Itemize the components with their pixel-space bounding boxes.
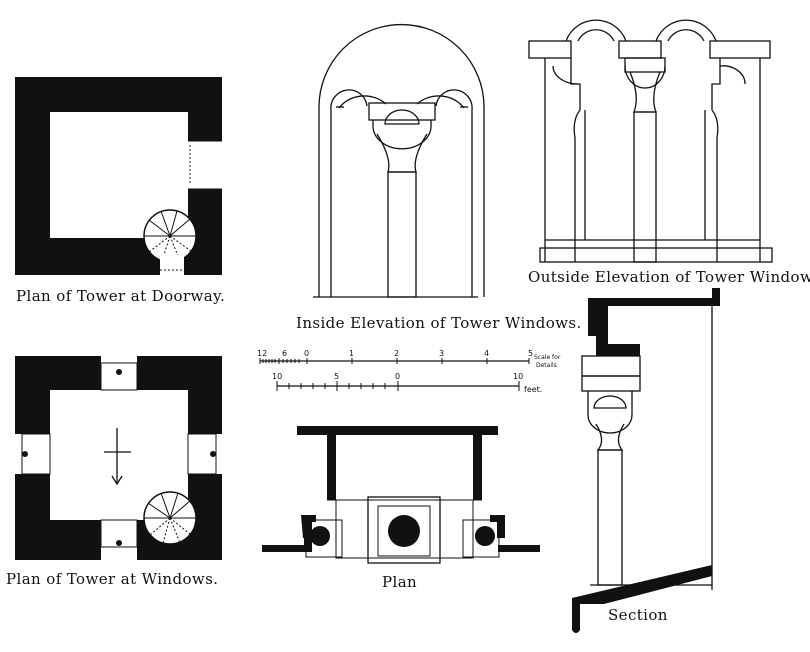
scale-top-tick-label: 3 xyxy=(439,349,444,358)
scale-bottom-tick-label: 10 xyxy=(513,372,523,381)
scale-unit-label: feet. xyxy=(524,385,542,394)
scale-bottom-tick-label: 10 xyxy=(272,372,282,381)
window-plan xyxy=(262,426,540,564)
scale-top-tick-label: 0 xyxy=(304,349,309,358)
scale-foot-ticks xyxy=(276,381,520,391)
caption-plan: Plan xyxy=(382,573,417,591)
scale-fine-ticks xyxy=(259,358,530,364)
north-arrow xyxy=(104,428,131,486)
plan-tower-doorway xyxy=(15,77,224,277)
caption-section: Section xyxy=(608,606,668,624)
scale-top-tick-label: 4 xyxy=(484,349,489,358)
caption-plan-doorway: Plan of Tower at Doorway. xyxy=(16,287,225,305)
scale-top-tick-label: 12 xyxy=(257,349,267,358)
inside-elevation xyxy=(313,23,485,298)
scale-bottom-tick-label: 0 xyxy=(395,372,400,381)
scale-top-tick-label: 2 xyxy=(394,349,399,358)
outside-elevation xyxy=(528,19,773,263)
tower-section xyxy=(572,288,720,633)
caption-plan-windows: Plan of Tower at Windows. xyxy=(6,570,218,588)
caption-outside-elevation: Outside Elevation of Tower Windows. xyxy=(528,268,810,286)
scale-bottom-tick-label: 5 xyxy=(334,372,339,381)
scale-details-note: Details xyxy=(536,362,557,369)
scale-top-tick-label: 6 xyxy=(282,349,287,358)
plan-tower-windows xyxy=(15,356,222,560)
scale-top-tick-label: 5 xyxy=(528,349,533,358)
scale-bar: 12 6 0 1 2 3 4 5 Scale for Details 10 5 … xyxy=(257,349,561,394)
caption-inside-elevation: Inside Elevation of Tower Windows. xyxy=(296,314,582,332)
scale-details-note: Scale for xyxy=(534,354,561,361)
spiral-stair xyxy=(144,492,196,544)
scale-top-tick-label: 1 xyxy=(349,349,354,358)
